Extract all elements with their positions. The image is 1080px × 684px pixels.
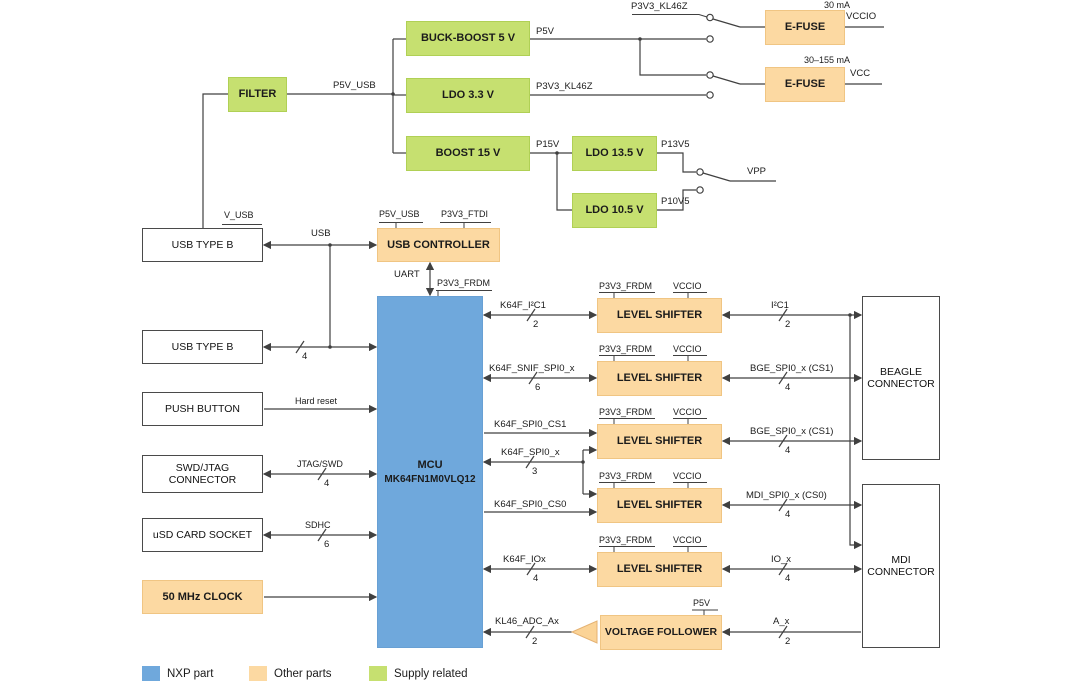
row3-signal-right-label: BGE_SPI0_x (CS1) — [750, 426, 834, 437]
legend-nxp-swatch — [142, 666, 160, 681]
voltage-follower-block: VOLTAGE FOLLOWER — [600, 615, 722, 650]
ldo-13v5-block: LDO 13.5 V — [572, 136, 657, 171]
row3-signal-left-label: K64F_SPI0_CS1 — [494, 419, 567, 430]
p10v5-net-label: P10V5 — [661, 196, 690, 207]
row2-signal-right-label: BGE_SPI0_x (CS1) — [750, 363, 834, 374]
row4-rail-left-label: P3V3_FRDM — [599, 471, 653, 481]
row1-rail-right-label: VCCIO — [673, 281, 702, 291]
legend-other-swatch — [249, 666, 267, 681]
level-shifter-4-block: LEVEL SHIFTER — [597, 488, 722, 523]
p15v-net-label: P15V — [536, 139, 560, 150]
row1-signal-right-label: I²C1 — [771, 300, 789, 311]
p3v3-frdm-mcu-rail-label: P3V3_FRDM — [437, 278, 491, 288]
row2-width-right: 4 — [785, 382, 791, 393]
row2-signal-left-label: K64F_SNIF_SPI0_x — [489, 363, 575, 374]
row2-rail-right-label: VCCIO — [673, 344, 702, 354]
sdhc-label: SDHC — [305, 520, 331, 530]
row4-width-right: 4 — [785, 509, 791, 520]
ldo-3v3-block: LDO 3.3 V — [406, 78, 530, 113]
row6-width-left: 2 — [532, 636, 538, 647]
boost-15v-block: BOOST 15 V — [406, 136, 530, 171]
buck-boost-block: BUCK-BOOST 5 V — [406, 21, 530, 56]
row3-signal-left2-label: K64F_SPI0_x — [501, 447, 560, 458]
row3-width-right: 4 — [785, 445, 791, 456]
usb-type-b-2-block: USB TYPE B — [142, 330, 263, 364]
usb-controller-block: USB CONTROLLER — [377, 228, 500, 262]
row3-width-left2: 3 — [532, 466, 538, 477]
p3v3-ftdi-rail-label: P3V3_FTDI — [441, 209, 489, 219]
efuse-vcc-block: E-FUSE — [765, 67, 845, 102]
jtag-bus-width: 4 — [324, 478, 330, 489]
row-wires — [482, 292, 863, 644]
row3-rail-right-label: VCCIO — [673, 407, 702, 417]
push-button-block: PUSH BUTTON — [142, 392, 263, 426]
opamp-triangle-icon — [570, 620, 598, 644]
row2-width-left: 6 — [535, 382, 541, 393]
p3v3-kl46z-ldo-label: P3V3_KL46Z — [536, 81, 593, 92]
row5-signal-left-label: K64F_IOx — [503, 554, 546, 565]
uart-wire-label: UART — [394, 269, 420, 280]
usd-card-block: uSD CARD SOCKET — [142, 518, 263, 552]
vcc-switch-icon — [706, 71, 765, 99]
vccio-net-label: VCCIO — [846, 11, 877, 22]
hard-reset-label: Hard reset — [295, 396, 338, 406]
row6-rail-right-label: P5V — [693, 598, 711, 608]
clock-block: 50 MHz CLOCK — [142, 580, 263, 614]
beagle-connector-block: BEAGLE CONNECTOR — [862, 296, 940, 460]
row2-rail-left-label: P3V3_FRDM — [599, 344, 653, 354]
efuse-vccio-block: E-FUSE — [765, 10, 845, 45]
current-30-155ma-label: 30–155 mA — [804, 55, 851, 65]
row5-rail-left-label: P3V3_FRDM — [599, 535, 653, 545]
vpp-net-label: VPP — [747, 166, 767, 177]
legend-supply-swatch — [369, 666, 387, 681]
ldo-10v5-block: LDO 10.5 V — [572, 193, 657, 228]
v-usb-net-label: V_USB — [224, 210, 254, 220]
p5v-usb-rail-label: P5V_USB — [379, 209, 420, 219]
row4-signal-left-label: K64F_SPI0_CS0 — [494, 499, 567, 510]
vccio-switch-icon — [632, 13, 765, 43]
row6-signal-right-label: A_x — [773, 616, 790, 627]
vcc-net-label: VCC — [850, 68, 871, 79]
left-wires — [222, 222, 492, 602]
usb2-bus-width: 4 — [302, 351, 308, 362]
filter-block: FILTER — [228, 77, 287, 112]
row5-width-right: 4 — [785, 573, 791, 584]
sdhc-bus-width: 6 — [324, 539, 330, 550]
row1-signal-left-label: K64F_I²C1 — [500, 300, 546, 311]
row3-rail-left-label: P3V3_FRDM — [599, 407, 653, 417]
mcu-block: MCU MK64FN1M0VLQ12 — [377, 296, 483, 648]
legend-nxp-label: NXP part — [167, 668, 214, 680]
level-shifter-2-block: LEVEL SHIFTER — [597, 361, 722, 396]
p13v5-net-label: P13V5 — [661, 139, 690, 150]
p5v-net-label: P5V — [536, 26, 554, 37]
row4-signal-right-label: MDI_SPI0_x (CS0) — [746, 490, 827, 501]
row5-signal-right-label: IO_x — [771, 554, 792, 565]
mdi-connector-block: MDI CONNECTOR — [862, 484, 940, 648]
vpp-switch-icon — [696, 168, 776, 194]
row5-rail-right-label: VCCIO — [673, 535, 702, 545]
p5v-usb-net-label: P5V_USB — [333, 80, 376, 91]
p3v3-kl46z-rail-label: P3V3_KL46Z — [631, 1, 688, 12]
legend-supply-label: Supply related — [394, 668, 468, 680]
usb-wire-label: USB — [311, 228, 331, 239]
legend-other-label: Other parts — [274, 668, 332, 680]
jtag-swd-label: JTAG/SWD — [297, 459, 343, 469]
power-wires — [202, 13, 884, 228]
row1-width-right: 2 — [785, 319, 791, 330]
row5-width-left: 4 — [533, 573, 539, 584]
row6-width-right: 2 — [785, 636, 791, 647]
row4-rail-right-label: VCCIO — [673, 471, 702, 481]
level-shifter-3-block: LEVEL SHIFTER — [597, 424, 722, 459]
level-shifter-1-block: LEVEL SHIFTER — [597, 298, 722, 333]
row1-width-left: 2 — [533, 319, 539, 330]
level-shifter-5-block: LEVEL SHIFTER — [597, 552, 722, 587]
current-30ma-label: 30 mA — [824, 0, 851, 10]
row6-signal-left-label: KL46_ADC_Ax — [495, 616, 559, 627]
row1-rail-left-label: P3V3_FRDM — [599, 281, 653, 291]
usb-type-b-1-block: USB TYPE B — [142, 228, 263, 262]
swd-jtag-block: SWD/JTAG CONNECTOR — [142, 455, 263, 493]
